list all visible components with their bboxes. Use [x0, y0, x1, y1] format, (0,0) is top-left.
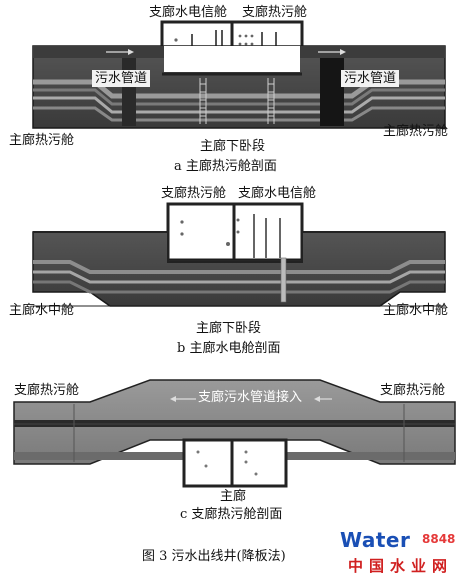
panel-c-flow-arrow-right [314, 396, 332, 402]
panel-a-top-label-right: 支廊热污舱 [242, 5, 308, 20]
panel-a-caption: a 主廊热污舱剖面 [174, 159, 277, 174]
panel-b-side-label-right: 主廊水中舱 [383, 303, 449, 318]
panel-a-pipe-label-right: 污水管道 [341, 70, 400, 87]
panel-c-joints [73, 404, 405, 462]
panel-c [13, 379, 456, 488]
panel-c-flow-arrow-left [170, 396, 196, 402]
panel-a-flow-arrow-right [318, 49, 346, 55]
panel-b-pipe-bands [33, 260, 445, 294]
panel-a-side-label-right: 主廊热污舱 [383, 124, 449, 139]
figure-caption: 图 3 污水出线井(降板法) [142, 549, 286, 564]
panel-a-pipe-label-left: 污水管道 [92, 70, 151, 87]
watermark-word: Water [340, 528, 411, 552]
panel-c-chamber [182, 438, 288, 488]
panel-b-chamber-items [253, 214, 281, 258]
panel-c-side-label-left: 支廊热污舱 [14, 383, 80, 398]
watermark-number: 8848 [422, 532, 456, 546]
panel-b-bottom-label: 主廊下卧段 [196, 321, 262, 336]
panel-a-shaft-right [320, 58, 344, 126]
panel-b-riser-pipe [280, 257, 287, 303]
panel-b [32, 202, 446, 307]
panel-b-top-label-left: 支廊热污舱 [161, 186, 227, 201]
panel-b-chamber-dots [180, 218, 240, 246]
panel-c-center-label: 支廊污水管道接入 [198, 390, 303, 405]
panel-c-side-label-right: 支廊热污舱 [380, 383, 446, 398]
panel-b-top-label-right: 支廊水电信舱 [238, 186, 317, 201]
panel-a-flow-arrow-left [106, 49, 134, 55]
panel-b-side-label-left: 主廊水中舱 [9, 303, 75, 318]
panel-a-shaft-left [122, 58, 136, 126]
watermark-logo: Water 8848 中国水业网 [340, 528, 472, 576]
panel-a-chamber-opening [164, 46, 300, 72]
panel-a-side-label-left: 主廊热污舱 [9, 133, 75, 148]
panel-c-chamber-dots [196, 450, 258, 476]
panel-b-caption: b 主廊水电舱剖面 [177, 341, 281, 356]
panel-a-bottom-label: 主廊下卧段 [200, 139, 266, 154]
panel-c-caption: c 支廊热污舱剖面 [180, 507, 283, 522]
panel-a-top-label-left: 支廊水电信舱 [149, 5, 228, 20]
panel-a [32, 20, 446, 129]
panel-a-ladders [199, 78, 275, 124]
panel-c-bottom-label: 主廊 [220, 489, 247, 504]
watermark-sub: 中国水业网 [348, 557, 454, 575]
panel-a-pipe-bands [33, 79, 445, 122]
